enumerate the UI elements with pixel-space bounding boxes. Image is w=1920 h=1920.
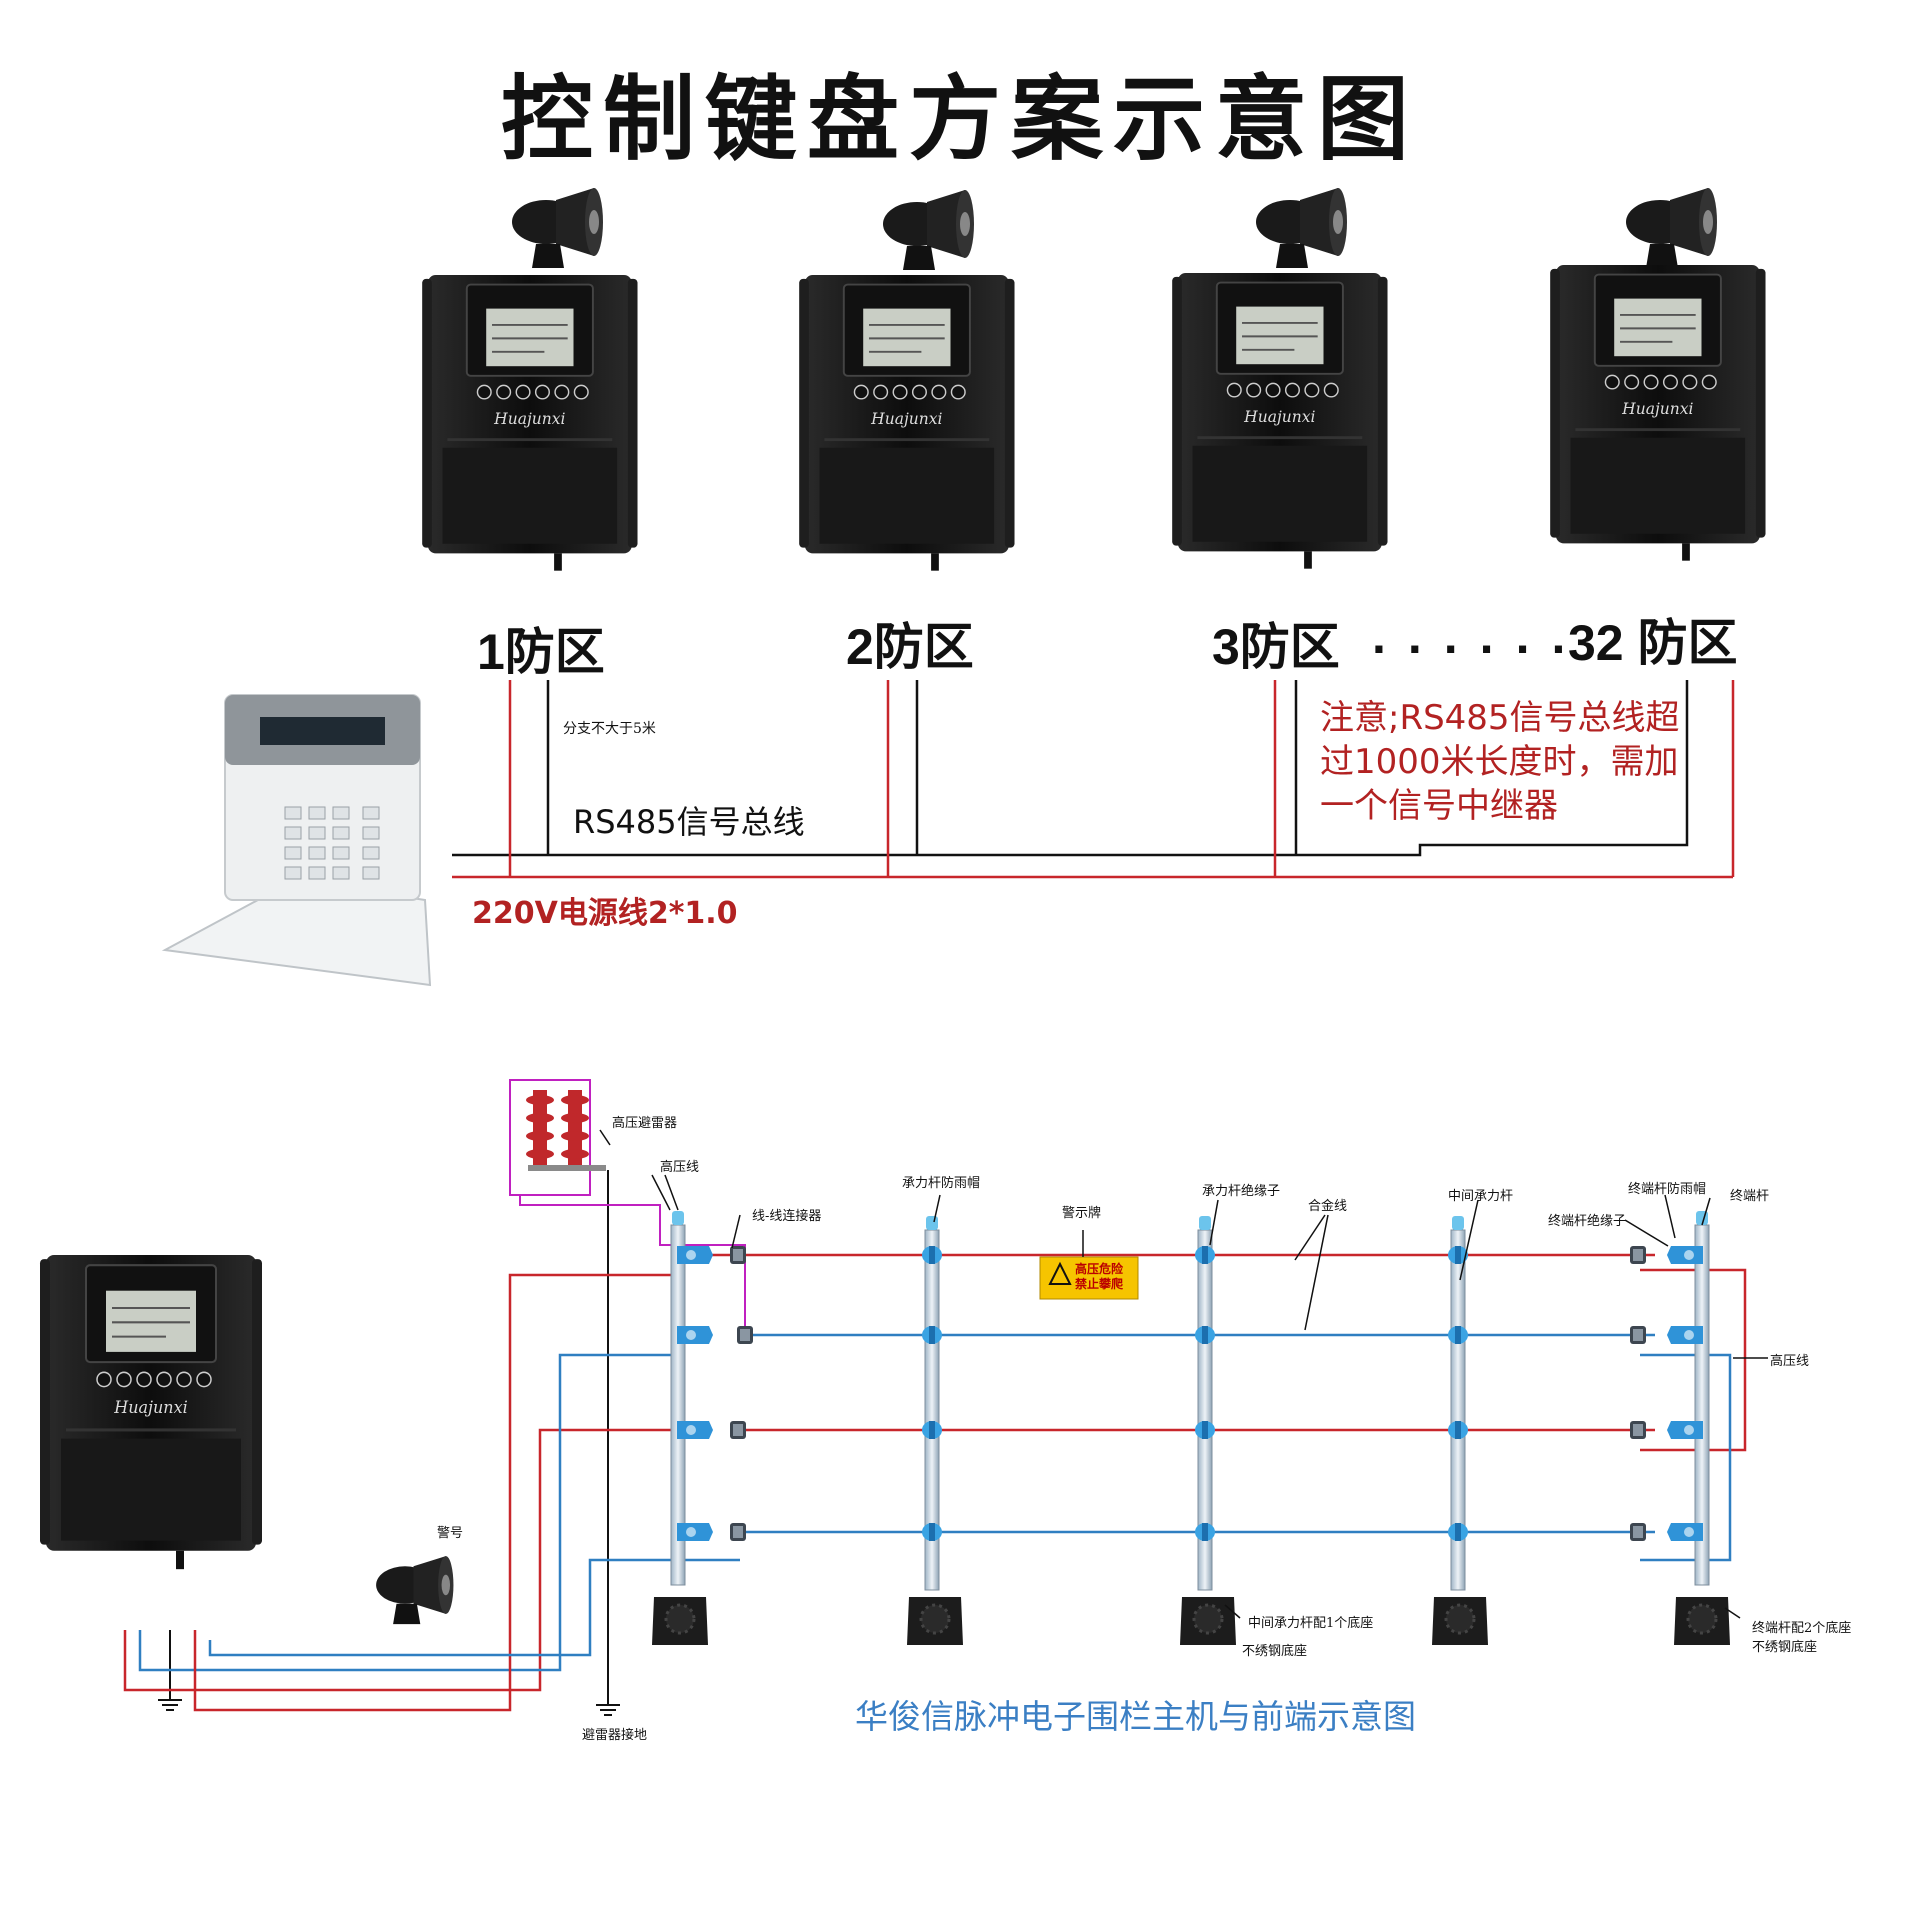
- fence-controller-main: [38, 1253, 264, 1571]
- fence-controller-1: [421, 274, 639, 572]
- terminal-pole-label: 终端杆: [1730, 1189, 1770, 1204]
- connector-label: 线-线连接器: [752, 1209, 822, 1224]
- terminal-base-label-2: 不绣钢底座: [1752, 1640, 1818, 1655]
- branch-length-note: 分支不大于5米: [563, 721, 656, 737]
- hv-line-label-1: 高压线: [660, 1160, 700, 1175]
- base-3: [1178, 1595, 1238, 1647]
- keypad-controller: [161, 694, 432, 987]
- zone-3-label: 3防区: [1212, 619, 1340, 675]
- base-1: [650, 1595, 710, 1647]
- siren-1-icon: [512, 188, 603, 268]
- siren-3-icon: [1256, 188, 1347, 268]
- warning-sign-label: 警示牌: [1062, 1206, 1102, 1221]
- fence-controller-3: [1171, 272, 1389, 570]
- rs485-bus-label: RS485信号总线: [573, 803, 805, 841]
- alarm-siren-icon: [376, 1556, 454, 1625]
- arrester-ground-label: 避雷器接地: [582, 1728, 648, 1743]
- warning-sign-text: 高压危险 禁止攀爬: [1075, 1262, 1124, 1291]
- bearing-insulator-label: 承力杆绝缘子: [1202, 1184, 1281, 1199]
- power-line-label: 220V电源线2*1.0: [472, 896, 738, 931]
- terminal-insulators: [677, 1246, 1703, 1541]
- middle-base-label-2: 不绣钢底座: [1242, 1644, 1308, 1659]
- middle-bearing-pole-label: 中间承力杆: [1448, 1189, 1514, 1204]
- terminal-insulator-label: 终端杆绝缘子: [1548, 1214, 1627, 1229]
- siren-2-icon: [883, 190, 974, 270]
- bearing-rain-cap-label: 承力杆防雨帽: [902, 1176, 981, 1191]
- zone-ellipsis: ......: [1372, 608, 1588, 664]
- lightning-arrester-label: 高压避雷器: [612, 1116, 678, 1131]
- base-5: [1672, 1595, 1732, 1647]
- leader-lines: [599, 1129, 1768, 1619]
- base-2: [905, 1595, 965, 1647]
- zone-32-label: 32 防区: [1568, 615, 1738, 671]
- page-title: 控制键盘方案示意图: [500, 65, 1419, 173]
- middle-base-label: 中间承力杆配1个底座: [1248, 1616, 1374, 1631]
- siren-label: 警号: [437, 1526, 464, 1541]
- zone-2-label: 2防区: [846, 619, 974, 675]
- lightning-arrester-icon: [509, 1079, 606, 1196]
- fence-controller-2: [798, 274, 1016, 572]
- terminal-rain-cap-label: 终端杆防雨帽: [1628, 1182, 1707, 1197]
- siren-32-icon: [1626, 188, 1717, 268]
- wire-connectors: [730, 1246, 1646, 1541]
- fence-controller-32: [1549, 264, 1767, 562]
- alloy-wire-label: 合金线: [1308, 1199, 1348, 1214]
- repeater-warning-note: 注意;RS485信号总线超 过1000米长度时，需加 一个信号中继器: [1320, 698, 1680, 826]
- base-4: [1430, 1595, 1490, 1647]
- terminal-base-label: 终端杆配2个底座: [1752, 1621, 1852, 1636]
- power-line: [452, 680, 1735, 879]
- zone-1-label: 1防区: [477, 624, 605, 680]
- hv-line-label-2: 高压线: [1770, 1354, 1810, 1369]
- rs485-bus: [452, 680, 1689, 857]
- diagram-caption: 华俊信脉冲电子围栏主机与前端示意图: [855, 1697, 1416, 1736]
- insulators: [922, 1246, 1468, 1541]
